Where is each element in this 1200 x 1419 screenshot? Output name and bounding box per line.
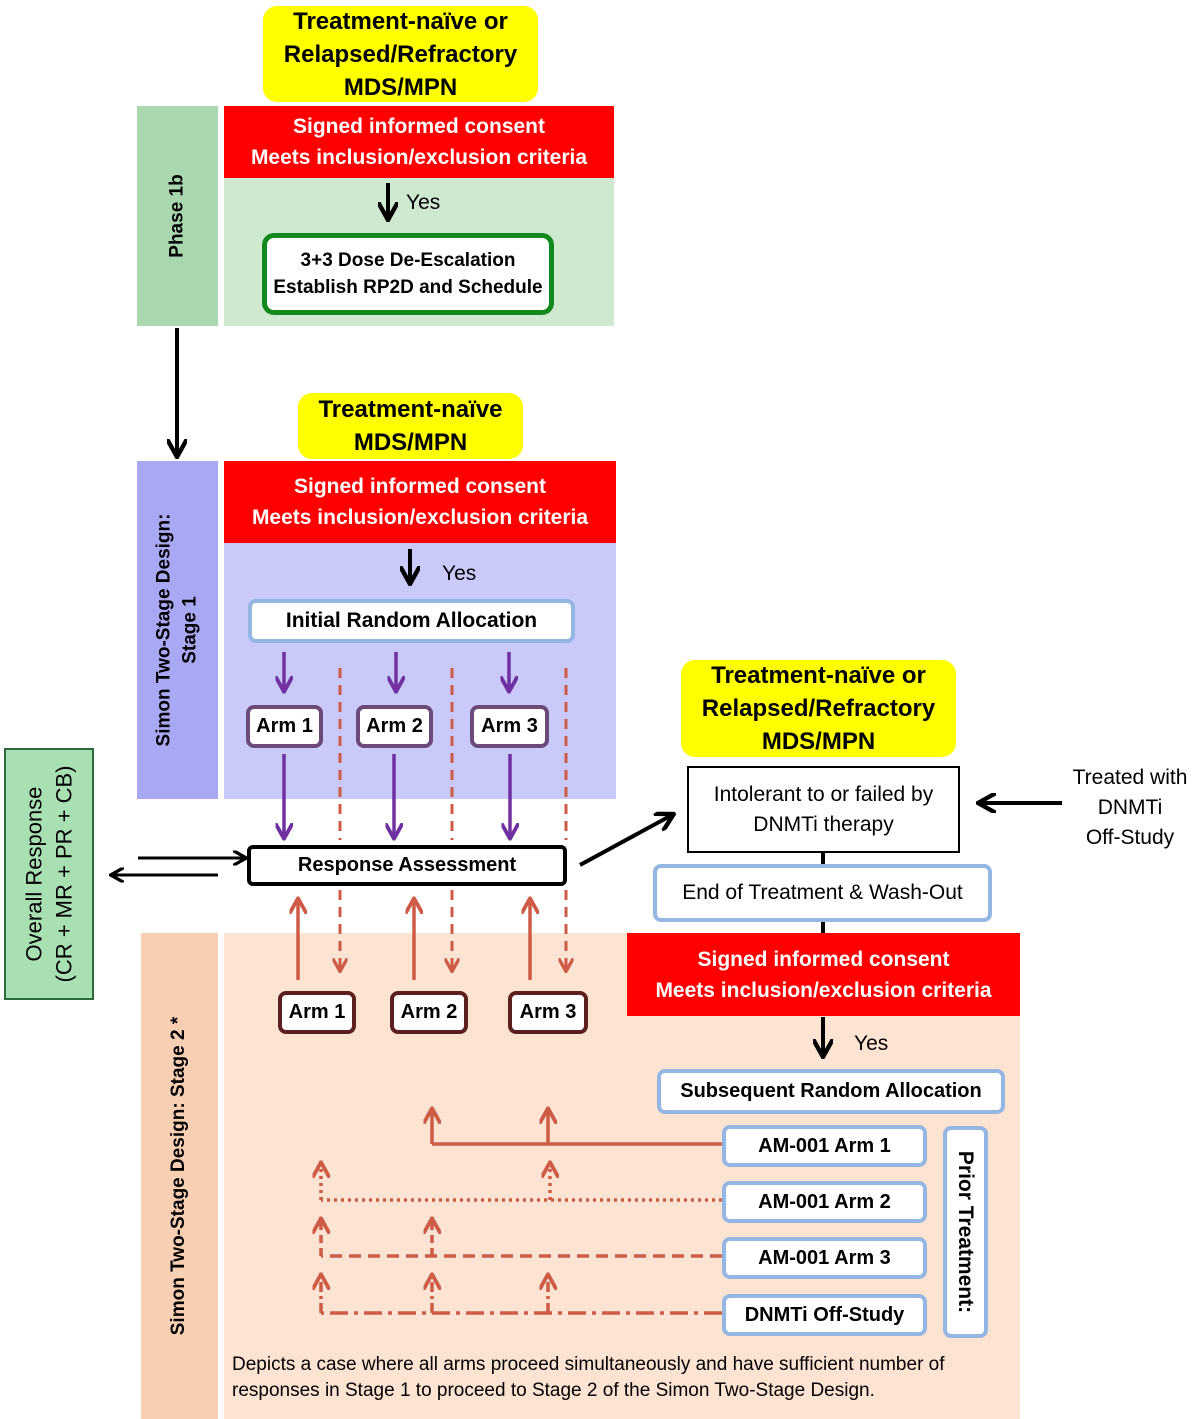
overall-response-line2: (CR + MR + PR + CB) [51, 765, 77, 983]
stage1-yes-label: Yes [442, 562, 477, 585]
phase1b-yes-label: Yes [406, 191, 441, 214]
phase1b-population-badge: Treatment-naïve or Relapsed/Refractory M… [263, 6, 538, 102]
stage1-population-line2: MDS/MPN [353, 429, 468, 456]
prior-dnmti-label: DNMTi Off-Study [744, 1303, 905, 1326]
prior-dnmti-box: DNMTi Off-Study [722, 1294, 927, 1336]
phase1b-label: Phase 1b [137, 106, 218, 326]
right-consent-line1: Signed informed consent [697, 947, 950, 971]
prior-am001-arm3-label: AM-001 Arm 3 [758, 1246, 891, 1269]
washout-text: End of Treatment & Wash-Out [682, 881, 963, 904]
stage1-consent-line1: Signed informed consent [293, 475, 547, 498]
intolerant-line2: DNMTi therapy [753, 812, 894, 836]
stage1-arm-3: Arm 3 [470, 705, 549, 748]
intolerant-box: Intolerant to or failed by DNMTi therapy [687, 766, 960, 853]
right-consent-banner: Signed informed consent Meets inclusion/… [627, 933, 1020, 1016]
footnote-line1: Depicts a case where all arms proceed si… [232, 1354, 945, 1375]
stage1-label-panel [137, 461, 218, 799]
right-population-line3: MDS/MPN [761, 728, 876, 755]
phase1b-label-text: Phase 1b [166, 174, 188, 258]
stage2-label-panel [141, 933, 218, 1419]
overall-response-box: Overall Response (CR + MR + PR + CB) [4, 748, 94, 1000]
stage1-arm-1-label: Arm 1 [256, 715, 313, 737]
overall-response-line1: Overall Response [21, 786, 47, 962]
phase1b-consent-line1: Signed informed consent [292, 115, 546, 138]
stage2-footnote: Depicts a case where all arms proceed si… [232, 1352, 1012, 1404]
stage2-arm-1-label: Arm 1 [288, 1001, 346, 1023]
right-population-line2: Relapsed/Refractory [701, 695, 936, 722]
right-yes-label: Yes [854, 1032, 889, 1055]
right-consent-line2: Meets inclusion/exclusion criteria [655, 978, 992, 1002]
stage1-arm-3-label: Arm 3 [481, 715, 538, 737]
prior-am001-arm2-label: AM-001 Arm 2 [758, 1190, 891, 1213]
treated-line3: Off-Study [1085, 826, 1175, 849]
prior-am001-arm1-box: AM-001 Arm 1 [722, 1125, 927, 1167]
prior-treatment-label-box: Prior Treatment: [943, 1126, 988, 1338]
prior-am001-arm1-label: AM-001 Arm 1 [758, 1134, 891, 1157]
subsequent-random-allocation-box: Subsequent Random Allocation [657, 1069, 1005, 1114]
stage2-arm-3: Arm 3 [508, 991, 588, 1034]
intolerant-line1: Intolerant to or failed by [713, 782, 934, 806]
initial-random-allocation-text: Initial Random Allocation [285, 609, 538, 632]
stage1-population-badge: Treatment-naïve MDS/MPN [298, 393, 523, 459]
phase1b-consent-banner: Signed informed consent Meets inclusion/… [224, 106, 614, 178]
stage2-arm-3-label: Arm 3 [519, 1001, 577, 1023]
washout-box: End of Treatment & Wash-Out [653, 864, 992, 922]
stage1-label-line1: Simon Two-Stage Design: [153, 513, 175, 747]
phase1b-dose-box: 3+3 Dose De-Escalation Establish RP2D an… [262, 233, 554, 315]
stage1-arm-1: Arm 1 [246, 705, 323, 748]
phase1b-label-panel [137, 106, 218, 326]
footnote-line2: responses in Stage 1 to proceed to Stage… [232, 1380, 875, 1401]
phase1b-consent-line2: Meets inclusion/exclusion criteria [250, 146, 588, 169]
stage1-label-line2: Stage 1 [179, 596, 201, 664]
right-population-badge: Treatment-naïve or Relapsed/Refractory M… [681, 660, 956, 757]
treated-with-dnmti-text: Treated with DNMTi Off-Study [1062, 762, 1198, 854]
stage2-arm-2: Arm 2 [390, 991, 468, 1034]
prior-am001-arm3-box: AM-001 Arm 3 [722, 1237, 927, 1279]
phase1b-dose-line2: Establish RP2D and Schedule [273, 277, 543, 298]
stage2-label-text: Simon Two-Stage Design: Stage 2 * [168, 1016, 190, 1336]
stage2-arm-1: Arm 1 [278, 991, 356, 1034]
stage1-consent-banner: Signed informed consent Meets inclusion/… [224, 461, 616, 543]
phase1b-dose-line1: 3+3 Dose De-Escalation [300, 250, 516, 271]
phase1b-population-text: Treatment-naïve or Relapsed/Refractory M… [283, 7, 518, 101]
stage1-population-line1: Treatment-naïve [318, 396, 503, 423]
response-assessment-box: Response Assessment [247, 845, 567, 886]
stage1-arm-2: Arm 2 [356, 705, 433, 748]
prior-treatment-label: Prior Treatment: [954, 1150, 978, 1314]
prior-am001-arm2-box: AM-001 Arm 2 [722, 1181, 927, 1223]
initial-random-allocation-box: Initial Random Allocation [248, 599, 575, 643]
treated-line2: DNMTi [1097, 796, 1163, 819]
stage1-arm-2-label: Arm 2 [366, 715, 423, 737]
right-population-line1: Treatment-naïve or [711, 662, 926, 689]
treated-line1: Treated with [1072, 766, 1188, 789]
stage2-label: Simon Two-Stage Design: Stage 2 * [141, 933, 218, 1419]
response-assessment-text: Response Assessment [297, 854, 517, 876]
stage1-consent-line2: Meets inclusion/exclusion criteria [251, 506, 589, 529]
stage2-arm-2-label: Arm 2 [400, 1001, 458, 1023]
stage1-label: Simon Two-Stage Design: Stage 1 [137, 461, 218, 799]
subsequent-random-allocation-text: Subsequent Random Allocation [680, 1080, 982, 1102]
